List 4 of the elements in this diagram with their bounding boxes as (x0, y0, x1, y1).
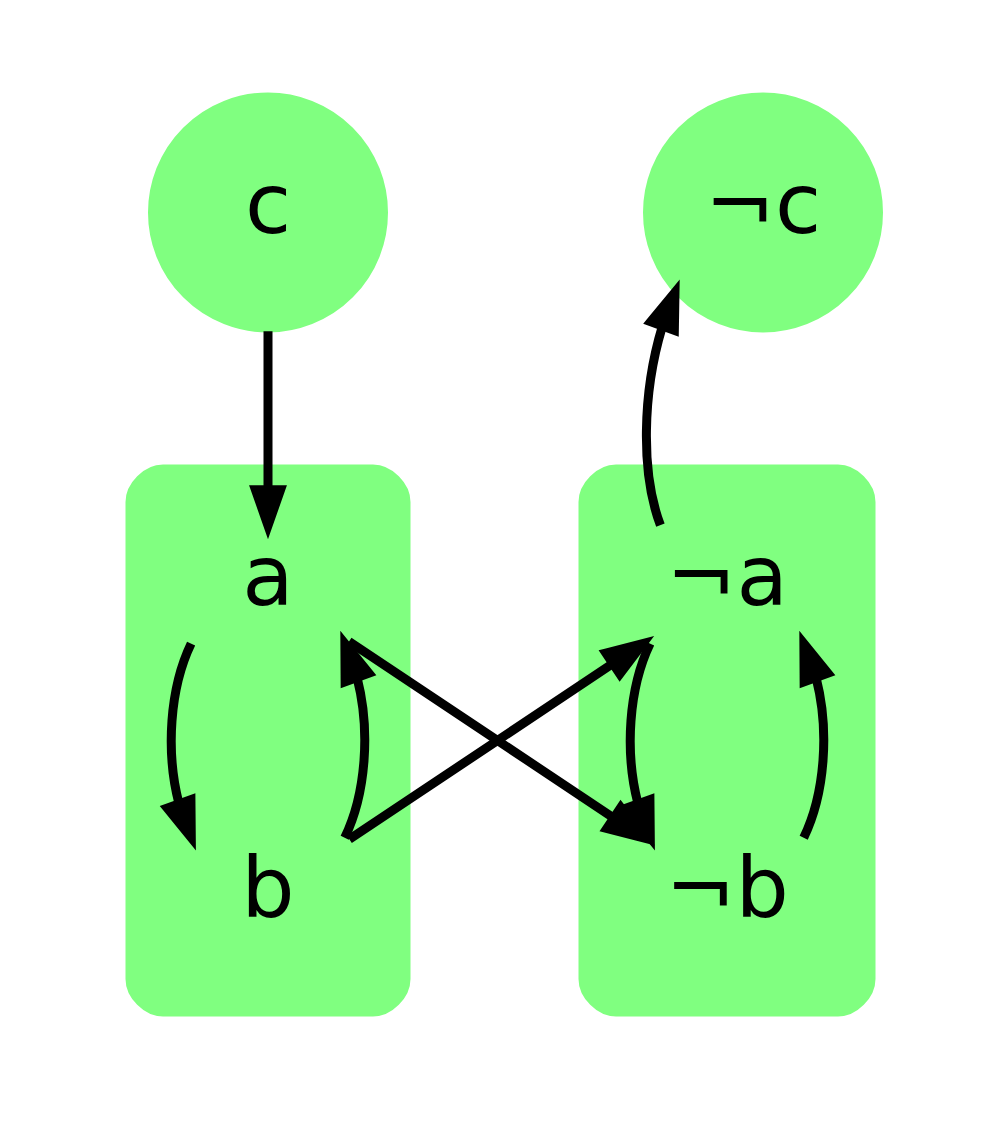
node-text: ¬a (665, 527, 788, 626)
node-text: b (240, 839, 295, 938)
node-text: ¬b (664, 839, 789, 938)
node-text: a (241, 527, 294, 626)
